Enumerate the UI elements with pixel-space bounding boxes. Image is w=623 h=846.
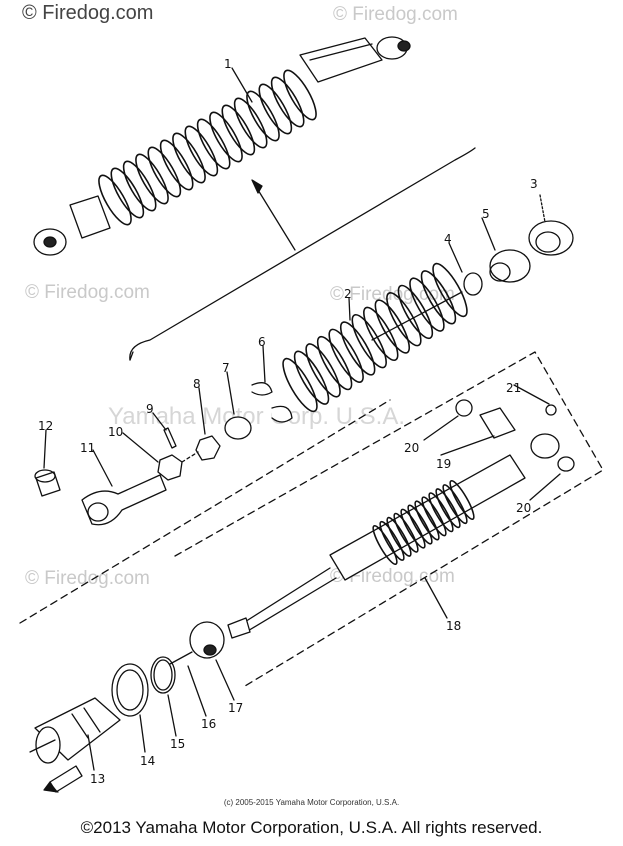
shock-assembly-drawing xyxy=(33,36,411,256)
spring-coil xyxy=(246,90,280,142)
spring-coil xyxy=(135,153,169,205)
callout-6: 6 xyxy=(258,335,266,349)
spring-coil xyxy=(409,277,445,332)
watermark-top-right: © Firedog.com xyxy=(333,4,458,25)
spring-coil xyxy=(293,350,330,405)
callout-15: 15 xyxy=(170,737,185,751)
copyright-notice: ©2013 Yamaha Motor Corporation, U.S.A. A… xyxy=(80,818,543,837)
callout-20b: 20 xyxy=(516,501,531,515)
callout-18: 18 xyxy=(446,619,461,633)
spring-coil xyxy=(379,520,405,561)
spring-coil xyxy=(283,69,317,121)
callout-labels: 1 2 3 4 5 6 7 8 9 10 11 12 13 14 15 16 1… xyxy=(38,57,538,786)
copyright-small: (c) 2005-2015 Yamaha Motor Corporation, … xyxy=(223,798,400,807)
spring-coil xyxy=(328,328,364,383)
callout-2: 2 xyxy=(344,287,352,301)
spring-coil xyxy=(196,118,231,170)
callout-21: 21 xyxy=(506,381,521,395)
spring-coil xyxy=(270,76,305,128)
spring-coil xyxy=(397,284,434,340)
spring-coil xyxy=(374,299,411,354)
spring-coil xyxy=(420,270,457,325)
spring-coil xyxy=(209,111,243,163)
callout-4: 4 xyxy=(444,232,452,246)
spring-coil xyxy=(435,488,461,529)
spring-coil xyxy=(432,262,468,318)
spring-coil xyxy=(172,132,206,184)
spring-coil xyxy=(233,97,268,149)
spring-coil xyxy=(122,160,157,212)
spring-coil xyxy=(258,83,293,135)
spring-coil xyxy=(393,512,419,553)
spring-coil xyxy=(372,524,398,566)
watermark-top-left: © Firedog.com xyxy=(22,2,154,24)
callout-14: 14 xyxy=(140,754,155,768)
spring-coil xyxy=(184,125,219,177)
callout-16: 16 xyxy=(201,717,216,731)
callout-3: 3 xyxy=(530,177,538,191)
spring-coil xyxy=(400,508,426,549)
spring-coil xyxy=(386,292,422,347)
spring-coil xyxy=(98,174,132,226)
watermark-left-low: © Firedog.com xyxy=(25,568,150,589)
watermark-right-mid: © Firedog.com xyxy=(330,284,455,305)
spring-coil xyxy=(282,357,318,413)
callout-5: 5 xyxy=(482,207,490,221)
spring-coil xyxy=(421,496,447,537)
watermark-yamaha: Yamaha Motor Corp. U.S.A. xyxy=(108,403,405,430)
spring-coil xyxy=(414,500,440,541)
spring-coil xyxy=(351,313,387,369)
callout-19: 19 xyxy=(436,457,451,471)
spring-coil xyxy=(305,343,341,398)
spring-coil xyxy=(442,484,468,525)
spring-coil xyxy=(316,335,353,391)
spring-coil xyxy=(386,516,412,557)
callout-1: 1 xyxy=(224,57,232,71)
callout-13: 13 xyxy=(90,772,105,786)
spring-coil xyxy=(221,104,256,156)
callout-8: 8 xyxy=(193,377,201,391)
callout-9: 9 xyxy=(146,402,154,416)
callout-17: 17 xyxy=(228,701,243,715)
spring-coil xyxy=(407,504,433,545)
spring-coil xyxy=(159,139,194,191)
callout-10: 10 xyxy=(108,425,123,439)
callout-11: 11 xyxy=(80,441,95,455)
spring-coil xyxy=(110,167,145,219)
spring-coil xyxy=(428,492,454,533)
watermark-left-mid: © Firedog.com xyxy=(25,282,150,303)
callout-12: 12 xyxy=(38,419,53,433)
callout-20a: 20 xyxy=(404,441,419,455)
spring-coil xyxy=(449,479,475,521)
spring-coil xyxy=(363,306,399,362)
spring-coil xyxy=(339,321,376,376)
spring-coil xyxy=(147,146,182,198)
callout-7: 7 xyxy=(222,361,230,375)
